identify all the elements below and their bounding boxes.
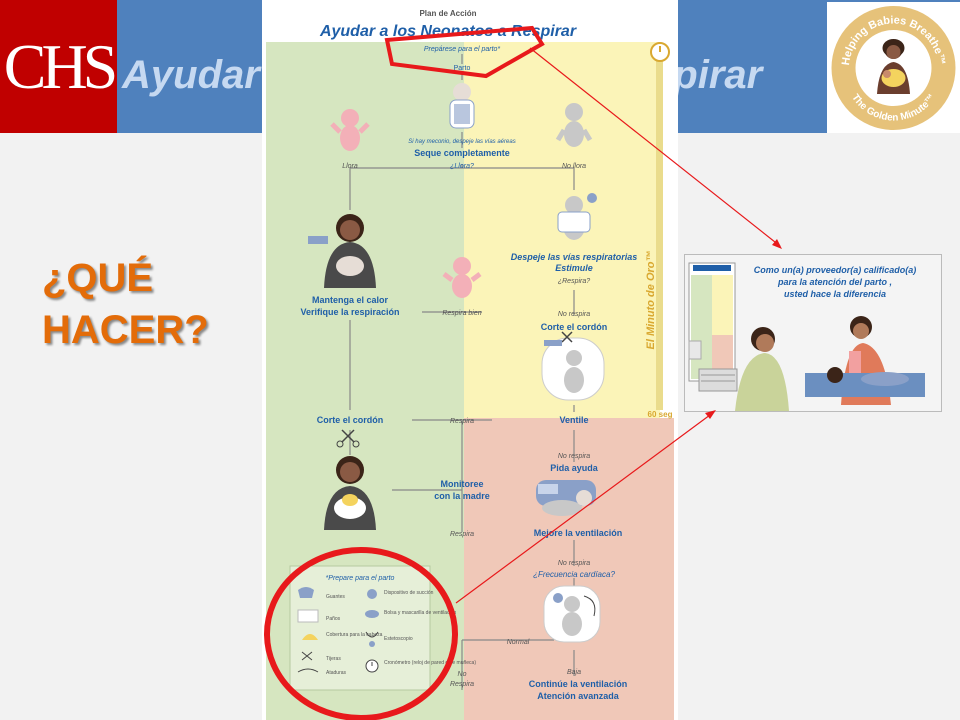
inset-illustration: Como un(a) proveedor(a) calificado(a) pa… xyxy=(685,255,941,411)
mother-baby-icon xyxy=(877,39,910,94)
supply-timer: Cronómetro (reloj de pared o de muñeca) xyxy=(384,660,476,666)
normal-label: Normal xyxy=(507,639,530,646)
arrowhead-top xyxy=(772,239,782,249)
clear-airway-step: Despeje las vías respiratorias xyxy=(511,252,638,262)
breathing-well-label: Respira bien xyxy=(442,310,481,317)
chs-logo: CHS xyxy=(0,0,118,133)
ventilate-step: Ventile xyxy=(559,415,588,425)
supply-bag-mask: Bolsa y mascarilla de ventilación xyxy=(384,610,456,616)
timer-icon xyxy=(365,659,379,673)
baby-crying-icon xyxy=(330,109,370,151)
suction-icon xyxy=(367,589,377,599)
breathes-label-3: Respira xyxy=(450,681,474,688)
preparation-box-title: *Prepare para el parto xyxy=(326,575,395,582)
not-breathing-label-1: No respira xyxy=(558,311,590,318)
advanced-care-step: Atención avanzada xyxy=(537,691,620,701)
cut-cord-step-right: Corte el cordón xyxy=(541,322,608,332)
cord-cutting-icon xyxy=(541,331,605,401)
mother-monitor-icon xyxy=(324,456,376,530)
action-plan-diagram: El Minuto de Oro™ 60 seg Plan de Acción … xyxy=(262,0,678,720)
breathing-question: ¿Respira? xyxy=(558,278,590,285)
preparation-box xyxy=(289,565,431,691)
cut-cord-step-left: Corte el cordón xyxy=(317,415,384,425)
crying-question: ¿Llora? xyxy=(450,163,474,170)
que-line: ¿QUÉ xyxy=(42,256,154,300)
supply-scissors: Tijeras xyxy=(326,656,341,662)
hbb-logo: Helping Babies Breathe™ The Golden Minut… xyxy=(827,2,960,133)
stimulate-step: Estimule xyxy=(555,263,593,273)
gloves-icon xyxy=(298,587,314,598)
supply-stethoscope: Estetoscopio xyxy=(384,636,413,642)
monitor-step: Monitoree xyxy=(440,479,483,489)
health-worker-left-icon xyxy=(735,327,789,411)
inset-caption-2: para la atención del parto , xyxy=(777,277,892,287)
heart-rate-check-icon xyxy=(543,585,601,643)
keep-warm-step: Mantenga el calor xyxy=(312,295,389,305)
dry-step: Seque completamente xyxy=(414,148,510,158)
no-label: No xyxy=(458,671,467,678)
golden-minute-bar xyxy=(656,50,663,410)
baby-breathing-well-icon xyxy=(442,257,482,298)
sixty-seconds-label: 60 seg xyxy=(648,410,673,419)
supply-gloves: Guantes xyxy=(326,594,345,600)
supply-head-cover: Cobertura para la cabeza xyxy=(326,632,383,638)
hacer-line: HACER? xyxy=(42,308,209,352)
prepare-label: Prepárese para el parto* xyxy=(424,46,501,53)
not-breathing-label-3: No respira xyxy=(558,560,590,567)
not-crying-label: No llora xyxy=(562,163,586,170)
poster-title: Ayudar a los Neonatos a Respirar xyxy=(319,23,577,40)
baby-drying-icon xyxy=(449,83,475,129)
cloths-icon xyxy=(297,609,319,623)
low-label: Baja xyxy=(567,669,581,676)
check-breathing-step: Verifique la respiración xyxy=(300,307,399,317)
improve-ventilation-step: Mejore la ventilación xyxy=(534,528,623,538)
golden-minute-label: El Minuto de Oro™ xyxy=(645,251,657,350)
inset-poster: Como un(a) proveedor(a) calificado(a) pa… xyxy=(684,254,942,412)
que-hacer-heading: ¿QUÉ HACER? xyxy=(42,252,242,356)
mini-action-plan-icon xyxy=(688,262,736,382)
patient-bed-icon xyxy=(805,367,925,397)
inset-caption-1: Como un(a) proveedor(a) calificado(a) xyxy=(754,265,917,275)
incubator-icon xyxy=(698,368,738,392)
with-mother-step: con la madre xyxy=(434,491,490,501)
inset-caption-3: usted hace la diferencia xyxy=(784,289,886,299)
crying-label: Llora xyxy=(342,163,358,170)
hbb-logo-graphic: Helping Babies Breathe™ The Golden Minut… xyxy=(831,6,956,130)
breathes-label-2: Respira xyxy=(450,531,474,538)
not-breathing-label-2: No respira xyxy=(558,453,590,460)
supply-ties: Ataduras xyxy=(326,670,347,676)
meconium-note: Si hay meconio, despeje las vías aéreas xyxy=(408,139,515,145)
mother-warmth-icon xyxy=(308,214,376,288)
supply-suction: Dispositivo de succión xyxy=(384,590,434,596)
heart-rate-question: ¿Frecuencia cardíaca? xyxy=(533,570,615,579)
poster-header: Plan de Acción xyxy=(419,9,476,18)
call-help-step: Pida ayuda xyxy=(550,463,599,473)
continue-ventilation-step: Continúe la ventilación xyxy=(529,679,628,689)
action-plan-poster: El Minuto de Oro™ 60 seg Plan de Acción … xyxy=(262,0,678,720)
scissors-icon xyxy=(336,429,360,448)
dispenser-icon xyxy=(688,340,702,360)
breathes-label-1: Respira xyxy=(450,418,474,425)
birth-label: Parto xyxy=(454,65,471,72)
bag-mask-icon xyxy=(365,610,379,618)
supply-cloths: Paños xyxy=(326,616,341,622)
